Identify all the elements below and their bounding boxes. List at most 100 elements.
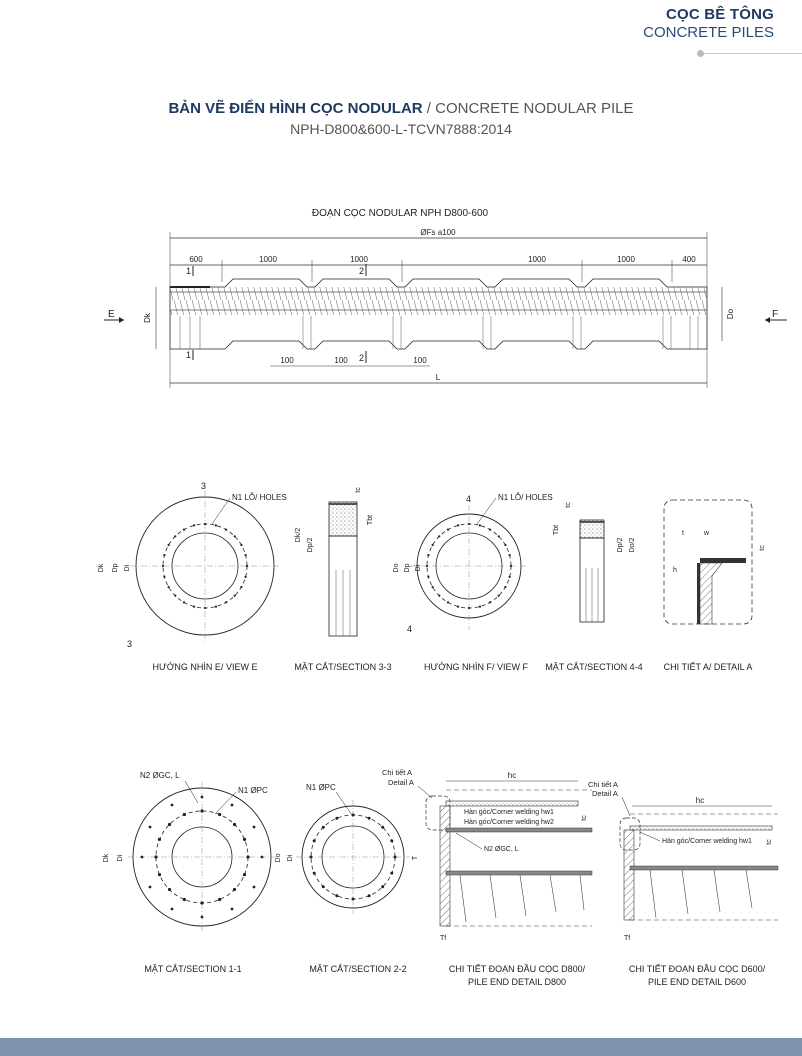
sec11-gc-bar	[148, 825, 152, 829]
view-e-hole	[193, 524, 196, 527]
sec11-gc-bar	[230, 803, 234, 807]
end800-weld1: Hàn góc/Corner welding hw1	[464, 809, 554, 816]
sec44-do2: Do/2	[629, 538, 636, 553]
view-e-dp: Dp	[112, 563, 119, 572]
sec22-pc-bar	[321, 885, 325, 889]
sec22-pc-bar	[381, 885, 385, 889]
pile-end-d600-drawing: Chi tiết A Detail A hc Hàn góc/Corner we…	[588, 780, 779, 987]
view-f-section-4-bottom: 4	[407, 624, 412, 634]
sec22-pc-bar	[367, 894, 371, 898]
view-f-section-4-top: 4	[466, 494, 471, 504]
sec44-tc: tc	[565, 502, 572, 508]
sec22-pc-bar	[321, 825, 325, 829]
view-f-hole	[467, 606, 471, 610]
end600-weld1: Hàn góc/Corner welding hw1	[662, 838, 752, 845]
view-f-hole	[431, 585, 434, 589]
end800-n2-label: N2 ØGC, L	[484, 846, 519, 853]
view-e-hole	[167, 585, 170, 589]
dim-1000-a: 1000	[259, 255, 277, 264]
sec11-dk: Dk	[103, 853, 110, 862]
sec11-gc-bar	[230, 907, 234, 911]
sec11-pc-bar	[182, 812, 186, 817]
view-e-hole	[203, 606, 207, 610]
total-length-label: L	[436, 373, 441, 382]
page-subtitle: NPH-D800&600-L-TCVN7888:2014	[290, 121, 512, 137]
view-f-hole	[438, 535, 441, 538]
sec11-pc-bar	[218, 897, 222, 902]
view-e-hole	[174, 594, 177, 597]
sec11-caption: MẶT CẮT/SECTION 1-1	[144, 964, 241, 974]
view-e-hole	[233, 594, 236, 597]
sec11-gc-bar	[148, 885, 152, 889]
sec22-pc-bar	[309, 855, 313, 859]
view-e-hole	[245, 564, 249, 568]
view-e-hole	[244, 554, 247, 557]
view-f-hole	[508, 554, 511, 557]
view-e-hole	[233, 535, 236, 538]
view-e-drawing: 3 3 N1 LỖ/ HOLES Dk Dp Di HƯỚNG NHÌN E/ …	[98, 481, 287, 672]
view-e-caption: HƯỚNG NHÌN E/ VIEW E	[153, 662, 258, 672]
sec33-dk2: Dk/2	[295, 528, 302, 543]
elevation-title: ĐOẠN CỌC NODULAR NPH D800-600	[312, 208, 489, 219]
view-f-hole	[427, 554, 430, 557]
brand-title-vn: CỌC BÊ TÔNG	[665, 6, 774, 23]
section-mark-2-top: 2	[359, 266, 364, 276]
sec11-pc-bar	[242, 873, 247, 877]
sec22-pc-bar	[312, 871, 316, 875]
view-f-mark: F	[772, 309, 778, 320]
sec33-dp2: Dp/2	[307, 538, 314, 553]
view-f-holes-label: N1 LỖ/ HOLES	[498, 493, 553, 502]
end800-hc: hc	[508, 771, 516, 780]
page-title-en: CONCRETE NODULAR PILE	[435, 100, 634, 117]
end600-tf: Tf	[624, 935, 630, 942]
end800-detail-en: Detail A	[388, 778, 414, 787]
sec33-caption: MẶT CẮT/SECTION 3-3	[294, 662, 391, 672]
view-f-hole	[457, 605, 460, 608]
end600-detail-en: Detail A	[592, 789, 618, 798]
sec11-pc-bar	[232, 822, 237, 827]
view-e-hole	[161, 564, 165, 568]
end800-weld2: Hàn góc/Corner welding hw2	[464, 819, 554, 826]
detail-a-tc: tc	[759, 545, 766, 551]
rebar-dots-layer	[140, 522, 513, 919]
end600-caption-2: PILE END DETAIL D600	[648, 977, 746, 987]
view-f-hole	[509, 564, 513, 568]
detail-a-caption: CHI TIẾT A/ DETAIL A	[664, 662, 753, 672]
view-f-di: Di	[415, 564, 422, 571]
detail-a-w: w	[703, 530, 710, 537]
view-e-hole	[244, 575, 247, 579]
view-f-drawing: 4 4 N1 LỖ/ HOLES Do Dp Di HƯỚNG NHÌN F/ …	[393, 493, 553, 672]
dim-1000-b: 1000	[350, 255, 368, 264]
view-f-hole	[425, 564, 429, 568]
dim-1000-c: 1000	[528, 255, 546, 264]
view-e-hole	[167, 543, 170, 547]
sec11-pc-bar	[167, 822, 172, 827]
end800-caption-1: CHI TIẾT ĐOẠN ĐẦU CỌC D800/	[449, 964, 586, 974]
view-f-hole	[446, 528, 450, 531]
dim-100-c: 100	[413, 356, 427, 365]
sec22-pc-bar	[312, 839, 316, 843]
sec11-gc-bar	[170, 803, 174, 807]
sec11-pc-bar	[218, 812, 222, 817]
view-e-dk: Dk	[98, 563, 105, 572]
end600-tc: tc	[766, 839, 773, 845]
section-mark-1-bottom: 1	[186, 350, 191, 360]
dim-100-a: 100	[280, 356, 294, 365]
sec11-gc-bar	[252, 885, 256, 889]
sec33-tc: tc	[355, 487, 362, 493]
header-dot	[697, 50, 704, 57]
sec22-pc-bar	[335, 816, 339, 820]
view-f-hole	[478, 524, 481, 527]
sec11-di: Di	[117, 854, 124, 861]
sec11-pc-bar	[167, 887, 172, 892]
end600-caption-1: CHI TIẾT ĐOẠN ĐẦU CỌC D600/	[629, 964, 766, 974]
sec44-caption: MẶT CẮT/SECTION 4-4	[545, 662, 642, 672]
view-e-hole	[182, 528, 186, 531]
sec11-gc-bar	[260, 855, 264, 859]
view-f-hole	[497, 594, 500, 597]
sec22-pc-bar	[390, 839, 394, 843]
brand-header: CỌC BÊ TÔNG CONCRETE PILES	[643, 6, 774, 41]
sec11-gc-bar	[170, 907, 174, 911]
view-e-mark: E	[108, 309, 115, 320]
